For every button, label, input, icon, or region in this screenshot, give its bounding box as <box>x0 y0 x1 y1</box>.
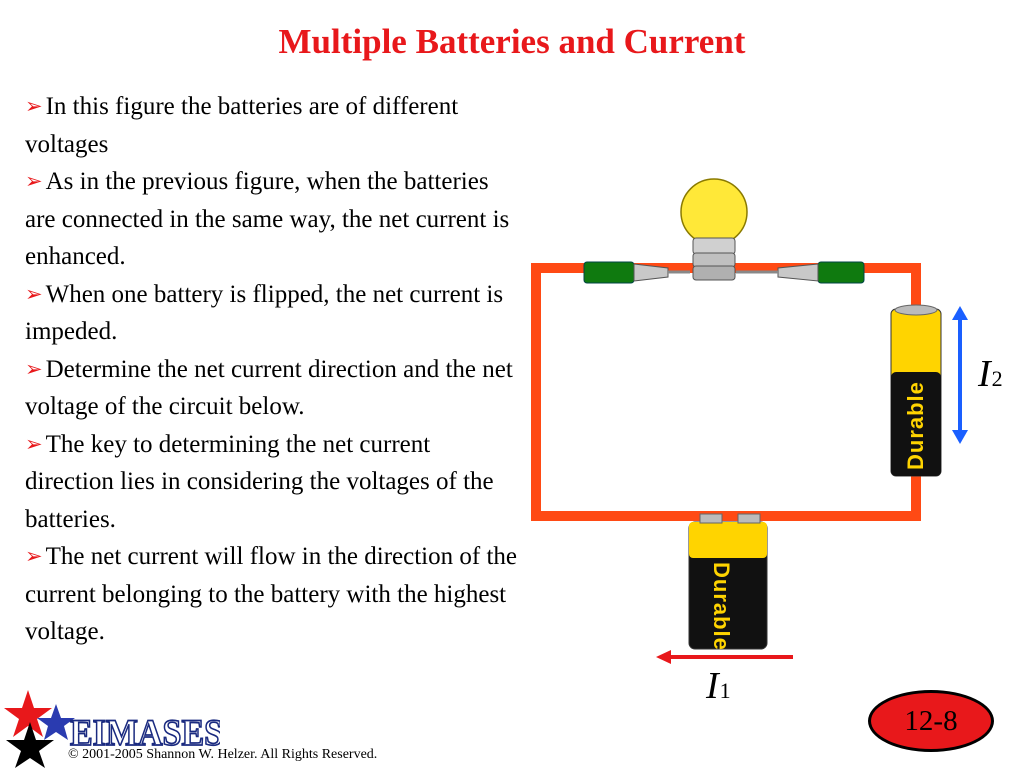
bullet-text: Determine the net current direction and … <box>25 355 513 421</box>
bullet-arrow-icon: ➢ <box>25 281 43 306</box>
circuit-wire <box>531 263 921 521</box>
bullet-item: ➢When one battery is flipped, the net cu… <box>25 276 525 351</box>
bullet-text: When one battery is flipped, the net cur… <box>25 280 504 346</box>
bullet-item: ➢In this figure the batteries are of dif… <box>25 88 525 163</box>
bullet-arrow-icon: ➢ <box>25 94 43 118</box>
battery-9v-brand: Durable <box>709 562 734 651</box>
bullet-text: The key to determining the net current d… <box>25 430 494 533</box>
red-star-icon <box>4 690 52 737</box>
page-number-badge: 12-8 <box>868 690 994 752</box>
bullet-item: ➢Determine the net current direction and… <box>25 351 525 426</box>
logo-text: EIMASES <box>70 712 220 754</box>
bullet-arrow-icon: ➢ <box>25 169 43 193</box>
light-bulb <box>680 178 748 281</box>
bullet-text: The net current will flow in the directi… <box>25 543 517 645</box>
battery-9v: Durable <box>688 513 768 651</box>
blue-star-icon <box>37 704 75 740</box>
right-alligator-clip <box>736 261 865 284</box>
current-arrow-2 <box>952 306 968 444</box>
page-number: 12-8 <box>904 704 958 737</box>
copyright-text: © 2001-2005 Shannon W. Helzer. All Right… <box>68 747 378 762</box>
left-alligator-clip <box>583 261 690 284</box>
battery-aa-brand: Durable <box>903 381 928 470</box>
bullet-text: In this figure the batteries are of diff… <box>25 93 459 158</box>
black-star-icon <box>6 722 54 768</box>
bullet-item: ➢The key to determining the net current … <box>25 426 525 539</box>
bullet-arrow-icon: ➢ <box>25 356 43 381</box>
slide-title: Multiple Batteries and Current <box>278 22 746 61</box>
battery-aa: Durable <box>890 304 942 477</box>
current-arrow-1 <box>656 650 793 664</box>
bullet-arrow-icon: ➢ <box>25 544 43 568</box>
bullet-text: As in the previous figure, when the batt… <box>25 168 510 270</box>
circuit-diagram: Durable Durable I2 I1 <box>531 178 1003 707</box>
bullet-item: ➢As in the previous figure, when the bat… <box>25 163 525 276</box>
eimases-logo: EIMASES <box>4 690 220 768</box>
bullet-arrow-icon: ➢ <box>25 431 43 456</box>
current-2-label: I2 <box>977 353 1003 395</box>
bullet-list: ➢In this figure the batteries are of dif… <box>25 88 525 651</box>
bullet-item: ➢The net current will flow in the direct… <box>25 538 525 651</box>
current-1-label: I1 <box>705 665 731 707</box>
